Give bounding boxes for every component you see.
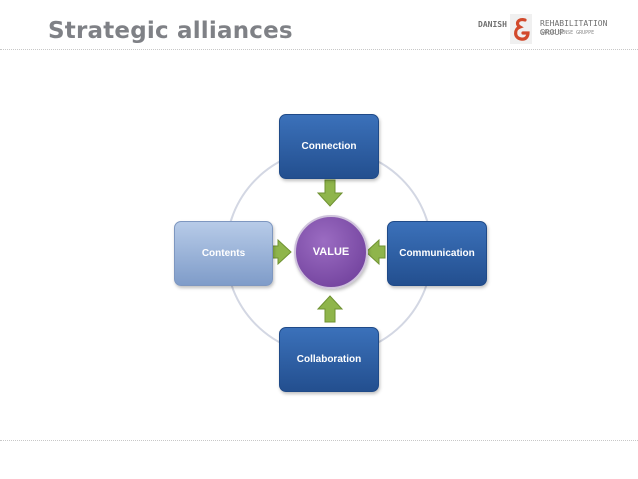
- logo-sub-text: DANSK SENSE GRUPPE: [540, 30, 595, 36]
- box-collaboration: Collaboration: [279, 327, 379, 392]
- center-value-circle: VALUE: [294, 215, 368, 289]
- page-title: Strategic alliances: [48, 18, 293, 44]
- box-collaboration-label: Collaboration: [296, 354, 362, 365]
- box-communication-label: Communication: [399, 248, 475, 259]
- center-value-label: VALUE: [312, 246, 350, 258]
- arrow-up-icon: [316, 295, 344, 323]
- box-contents: Contents: [174, 221, 273, 286]
- box-connection: Connection: [279, 114, 379, 179]
- logo-right-text: REHABILITATION GROUP: [540, 19, 608, 37]
- arrow-down-icon: [316, 179, 344, 207]
- box-contents-label: Contents: [201, 248, 246, 259]
- logo-left-text: DANISH: [478, 20, 507, 29]
- box-connection-label: Connection: [301, 141, 357, 152]
- box-communication: Communication: [387, 221, 487, 286]
- arrow-right-icon: [271, 238, 292, 266]
- logo: DANISH REHABILITATION GROUP DANSK SENSE …: [478, 14, 636, 44]
- logo-mark-icon: [510, 14, 532, 44]
- arrow-left-icon: [365, 238, 386, 266]
- top-divider: [0, 49, 638, 50]
- bottom-divider: [0, 440, 638, 441]
